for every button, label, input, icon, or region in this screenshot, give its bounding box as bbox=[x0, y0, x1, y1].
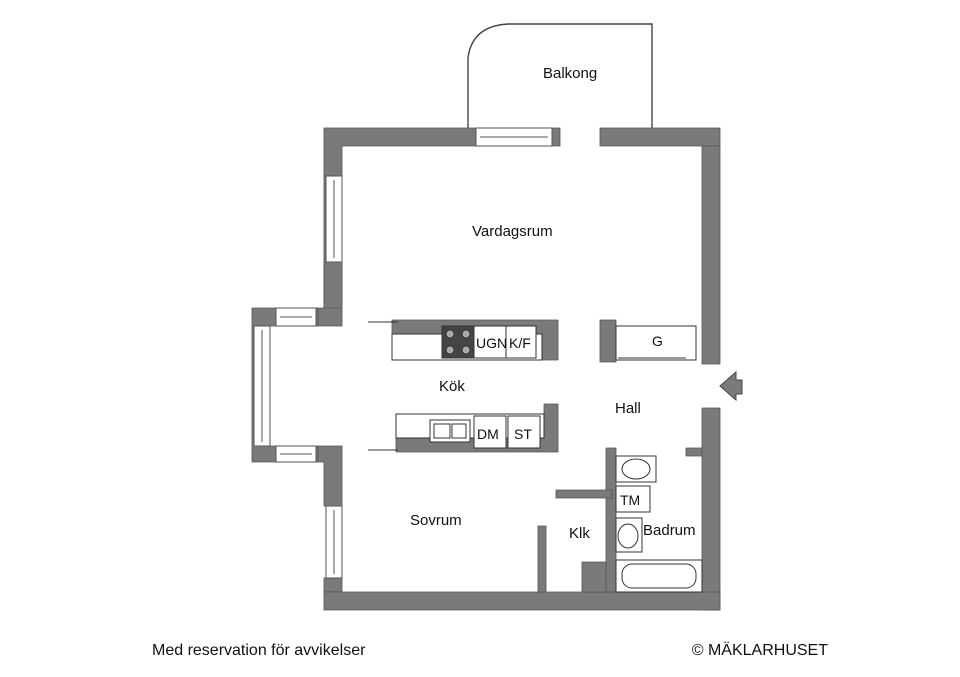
room-label-klk: Klk bbox=[569, 525, 590, 542]
fixture-label-st: ST bbox=[514, 426, 532, 442]
fixture-label-kf: K/F bbox=[509, 335, 531, 351]
room-label-badrum: Badrum bbox=[643, 522, 696, 539]
disclaimer-text: Med reservation för avvikelser bbox=[152, 642, 366, 659]
fixture-label-g: G bbox=[652, 333, 663, 349]
balcony-outline bbox=[467, 23, 653, 128]
room-label-vardagsrum: Vardagsrum bbox=[472, 223, 553, 240]
fixture-label-tm: TM bbox=[620, 492, 640, 508]
tumble-dryer-icon bbox=[615, 485, 651, 513]
fixture-label-ugn: UGN bbox=[476, 335, 507, 351]
closet bbox=[615, 325, 697, 361]
stove-icon bbox=[441, 325, 475, 359]
kitchen-fixtures bbox=[368, 321, 545, 451]
copyright-text: © MÄKLARHUSET bbox=[691, 642, 828, 659]
room-label-sovrum: Sovrum bbox=[410, 512, 462, 529]
room-label-kok: Kök bbox=[439, 378, 465, 395]
room-label-balkong: Balkong bbox=[543, 65, 597, 82]
windows bbox=[253, 127, 553, 579]
fixture-label-dm: DM bbox=[477, 426, 499, 442]
bathroom-fixtures bbox=[615, 455, 703, 593]
entrance-arrow-icon bbox=[719, 370, 743, 402]
room-label-hall: Hall bbox=[615, 400, 641, 417]
